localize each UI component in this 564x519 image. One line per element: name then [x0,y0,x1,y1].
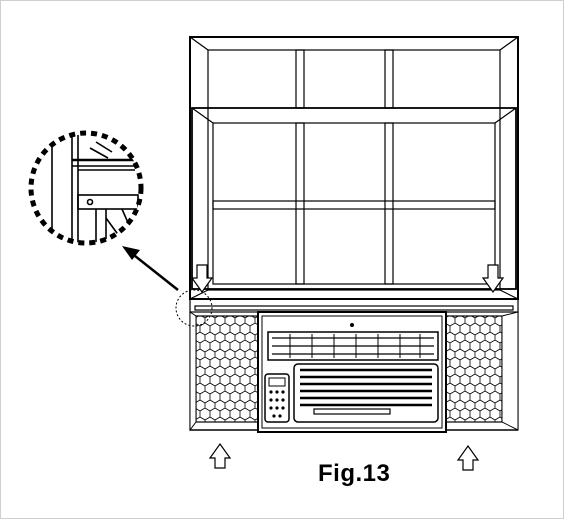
magnified-detail-callout [28,130,144,246]
detail-marker-circle [175,289,213,327]
lower-sash [191,107,517,290]
figure-caption: Fig.13 [318,460,391,487]
right-accordion-panel [445,311,519,431]
window-frame [189,36,519,300]
upper-sash [295,49,394,109]
down-arrow-left-icon [190,264,214,294]
pointer-arrow-icon [122,246,179,291]
up-arrow-left-icon [208,442,232,469]
down-arrow-right-icon [481,264,505,294]
left-accordion-panel [189,311,259,432]
up-arrow-right-icon [456,444,480,471]
air-conditioner-unit [257,311,447,433]
